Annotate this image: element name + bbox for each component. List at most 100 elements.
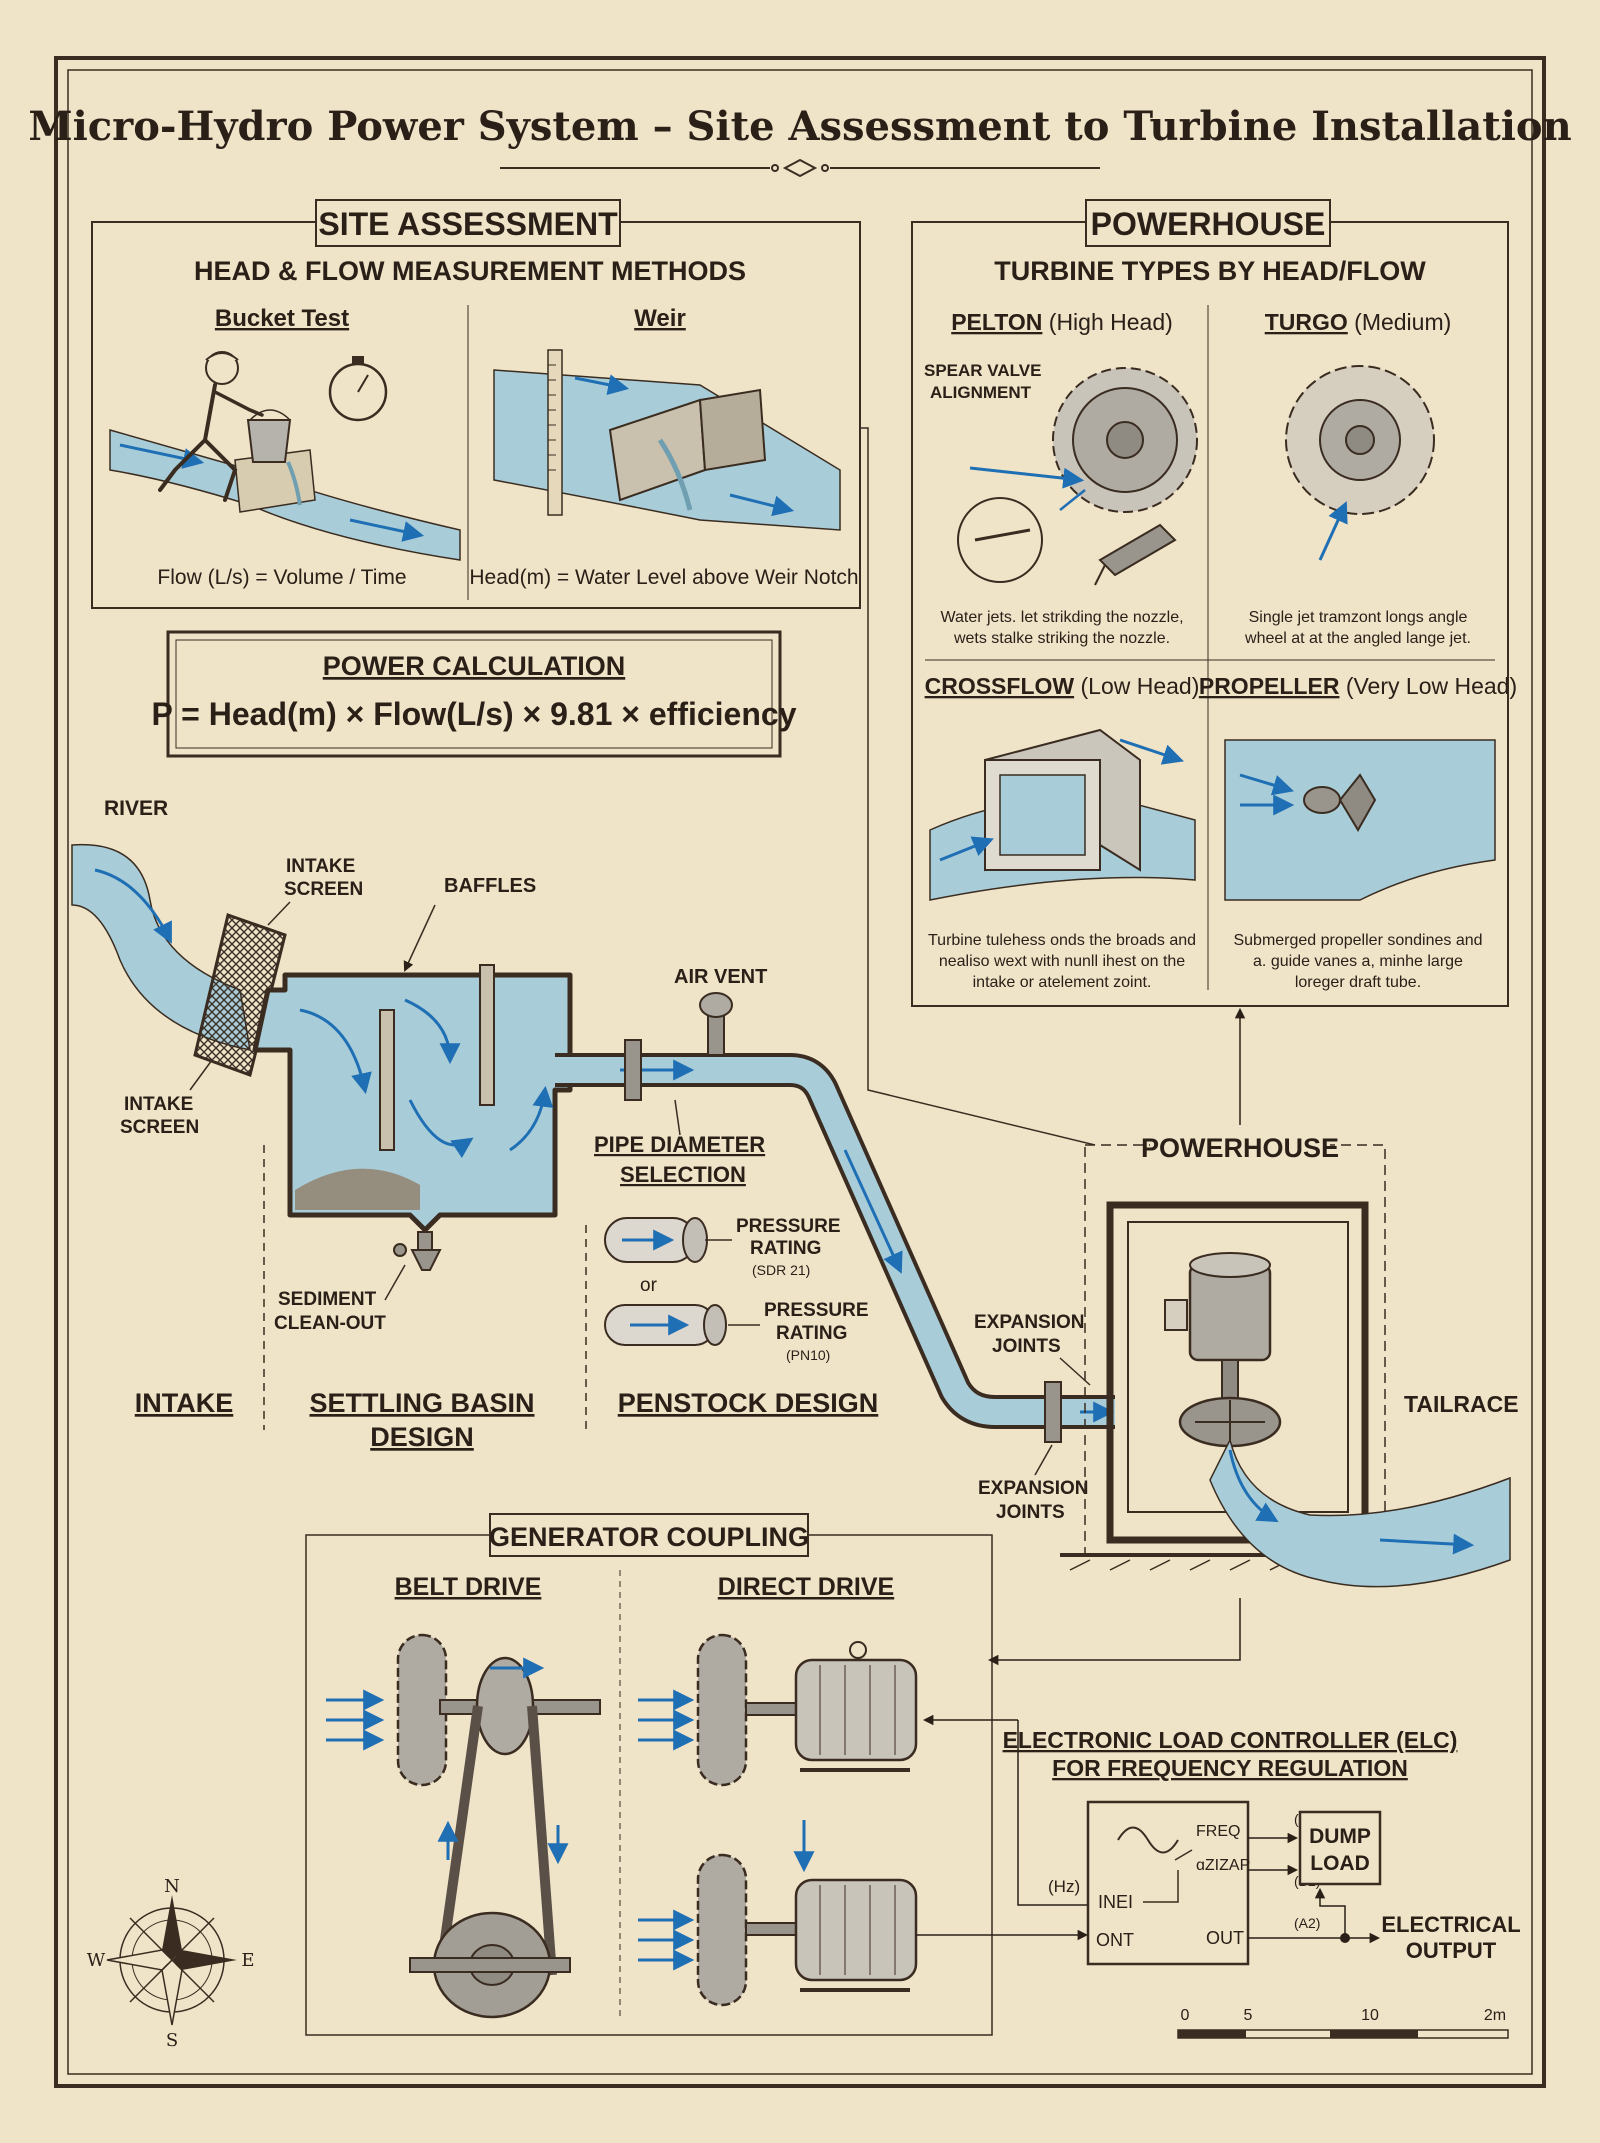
scale-bar bbox=[1177, 2029, 1509, 2039]
intake-screen-top-line1: INTAKE bbox=[286, 856, 355, 877]
power-calculation-box: POWER CALCULATION P = Head(m) × Flow(L/s… bbox=[152, 630, 797, 758]
flange-lower bbox=[1044, 1381, 1062, 1443]
direct-drive-bottom-illustration bbox=[638, 1853, 918, 2007]
pressure-rating-b-line2: RATING bbox=[776, 1323, 847, 1344]
weir-formula: Head(m) = Water Level above Weir Notch bbox=[469, 566, 858, 589]
power-calc-heading: POWER CALCULATION bbox=[323, 651, 625, 681]
pipe-diameter-line2: SELECTION bbox=[620, 1162, 746, 1187]
elc-freq-label: FREQ bbox=[1196, 1823, 1240, 1840]
intake-screen-bottom-line1: INTAKE bbox=[124, 1094, 193, 1115]
section-label-settling-1: SETTLING BASIN bbox=[309, 1388, 534, 1418]
flow-diagram: RIVER INTAKE SCREEN INTAKE SCREEN BAFFLE… bbox=[71, 797, 1519, 1588]
propeller-desc-2: a. guide vanes a, minhe large bbox=[1253, 953, 1463, 970]
propeller-title: PROPELLER (Very Low Head) bbox=[1199, 673, 1517, 699]
sediment-label-line2: CLEAN-OUT bbox=[274, 1313, 386, 1334]
turgo-desc-2: wheel at at the angled lange jet. bbox=[1244, 630, 1471, 647]
electrical-output-line1: ELECTRICAL bbox=[1381, 1912, 1520, 1937]
pressure-rating-a-line3: (SDR 21) bbox=[752, 1262, 810, 1278]
powerhouse-label: POWERHOUSE bbox=[1141, 1133, 1339, 1163]
crossflow-desc-2: nealiso wext with nunll ihest on the bbox=[939, 953, 1185, 970]
elc-controller-box bbox=[1086, 1800, 1250, 1966]
pressure-rating-b-line1: PRESSURE bbox=[764, 1300, 869, 1321]
direct-drive-top-illustration bbox=[638, 1633, 918, 1873]
expansion-bottom-line2: JOINTS bbox=[996, 1502, 1065, 1523]
weir-illustration bbox=[493, 349, 841, 531]
section-label-penstock: PENSTOCK DESIGN bbox=[618, 1388, 879, 1418]
pelton-desc-2: wets stalke striking the nozzle. bbox=[953, 630, 1170, 647]
elc-title-line2: FOR FREQUENCY REGULATION bbox=[1052, 1755, 1408, 1781]
baffle-1 bbox=[379, 1009, 395, 1151]
compass-south: S bbox=[166, 2030, 178, 2051]
pipe-sample-sdr21 bbox=[604, 1217, 708, 1263]
scale-tick-5: 5 bbox=[1244, 2007, 1253, 2024]
sine-wave-icon bbox=[1117, 1826, 1179, 1854]
pipe-sample-pn10 bbox=[604, 1304, 727, 1346]
connector-powerhouse-to-coupling bbox=[987, 1598, 1241, 1666]
connector-elc-input bbox=[1017, 1720, 1090, 1906]
spear-valve-callout-2: ALIGNMENT bbox=[930, 383, 1032, 402]
compass-rose-icon bbox=[106, 1895, 237, 2026]
site-assessment-panel: SITE ASSESSMENT HEAD & FLOW MEASUREMENT … bbox=[91, 199, 861, 609]
expansion-bottom-line1: EXPANSION bbox=[978, 1478, 1089, 1499]
section-label-settling-2: DESIGN bbox=[370, 1422, 474, 1452]
generator-coupling-panel: GENERATOR COUPLING BELT DRIVE DIRECT DRI… bbox=[305, 1513, 993, 2036]
scale-tick-2m: 2m bbox=[1484, 2007, 1506, 2024]
or-label: or bbox=[640, 1275, 658, 1296]
pressure-rating-a-line2: RATING bbox=[750, 1238, 821, 1259]
compass-east: E bbox=[241, 1950, 254, 1971]
turbine-types-subheading: TURBINE TYPES BY HEAD/FLOW bbox=[994, 256, 1426, 286]
propeller-desc-1: Submerged propeller sondines and bbox=[1233, 932, 1482, 949]
elc-zizap-label: ɑZIZAP bbox=[1196, 1857, 1250, 1874]
bucket-test-illustration bbox=[109, 351, 461, 561]
intake-screen bbox=[193, 913, 287, 1077]
stopwatch-icon bbox=[328, 356, 388, 422]
section-label-intake: INTAKE bbox=[135, 1388, 234, 1418]
pelton-title: PELTON (High Head) bbox=[951, 309, 1173, 335]
scale-tick-0: 0 bbox=[1181, 2007, 1190, 2024]
elc-hz-label: (Hz) bbox=[1048, 1877, 1080, 1896]
pressure-rating-a-line1: PRESSURE bbox=[736, 1216, 841, 1237]
belt-drive-label: BELT DRIVE bbox=[395, 1573, 542, 1601]
sediment-valve-icon bbox=[393, 1231, 442, 1271]
crossflow-desc-3: intake or atelement zoint. bbox=[973, 974, 1152, 991]
electrical-output-line2: OUTPUT bbox=[1406, 1938, 1497, 1963]
turgo-desc-1: Single jet tramzont longs angle bbox=[1249, 609, 1468, 626]
inner-border bbox=[67, 69, 1533, 2075]
elc-inei-label: INEI bbox=[1098, 1892, 1133, 1912]
flange-upper bbox=[624, 1039, 642, 1101]
penstock-pipe bbox=[555, 1057, 1115, 1425]
title-ornament bbox=[500, 158, 1100, 178]
dump-load-line2: LOAD bbox=[1310, 1852, 1370, 1875]
crossflow-illustration bbox=[929, 728, 1196, 901]
generator-coupling-heading: GENERATOR COUPLING bbox=[489, 1522, 809, 1552]
dump-load-box bbox=[1298, 1810, 1382, 1886]
turgo-title: TURGO (Medium) bbox=[1265, 309, 1452, 335]
intake-screen-bottom-line2: SCREEN bbox=[120, 1117, 199, 1138]
tailrace-channel bbox=[1209, 1437, 1511, 1588]
expansion-top-line2: JOINTS bbox=[992, 1336, 1061, 1357]
propeller-desc-3: loreger draft tube. bbox=[1295, 974, 1421, 991]
spear-valve-callout-1: SPEAR VALVE bbox=[924, 361, 1041, 380]
power-calc-formula: P = Head(m) × Flow(L/s) × 9.81 × efficie… bbox=[152, 696, 797, 732]
weir-label: Weir bbox=[634, 305, 686, 332]
turbine-types-panel: POWERHOUSE TURBINE TYPES BY HEAD/FLOW PE… bbox=[911, 199, 1517, 1007]
sediment-label-line1: SEDIMENT bbox=[278, 1289, 377, 1310]
pipe-diameter-line1: PIPE DIAMETER bbox=[594, 1132, 765, 1157]
compass-north: N bbox=[164, 1876, 180, 1897]
turbine-runner-icon bbox=[1178, 1396, 1282, 1448]
leader-line-site-to-powerhouse bbox=[860, 427, 1096, 1146]
scale-tick-10: 10 bbox=[1361, 2007, 1379, 2024]
turgo-wheel-illustration bbox=[1285, 365, 1435, 561]
direct-drive-label: DIRECT DRIVE bbox=[718, 1573, 894, 1601]
dump-load-line1: DUMP bbox=[1309, 1825, 1371, 1848]
measurement-methods-subheading: HEAD & FLOW MEASUREMENT METHODS bbox=[194, 256, 746, 286]
air-vent-icon bbox=[699, 992, 733, 1056]
crossflow-desc-1: Turbine tulehess onds the broads and bbox=[928, 932, 1196, 949]
baffle-2 bbox=[479, 964, 495, 1106]
river-label: RIVER bbox=[104, 797, 168, 820]
pressure-rating-b-line3: (PN10) bbox=[786, 1347, 830, 1363]
crossflow-title: CROSSFLOW (Low Head) bbox=[925, 673, 1200, 699]
page-title: Micro-Hydro Power System – Site Assessme… bbox=[28, 103, 1571, 150]
compass-west: W bbox=[87, 1950, 106, 1971]
